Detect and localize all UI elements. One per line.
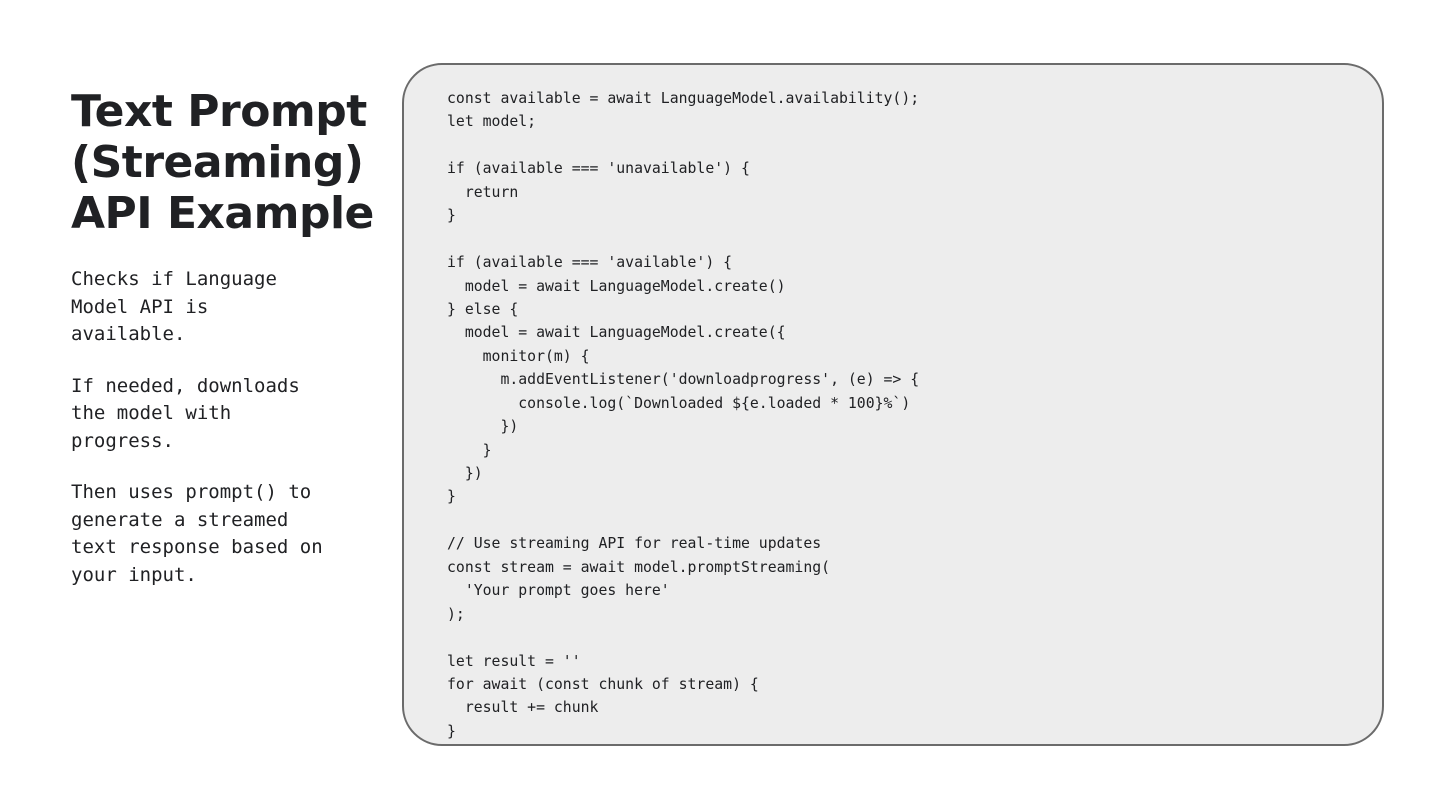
- code-line: let model;: [447, 113, 537, 131]
- code-line: for await (const chunk of stream) {: [447, 675, 759, 693]
- code-line: [447, 134, 919, 157]
- code-line: return: [447, 183, 519, 201]
- title-line: Text Prompt: [71, 86, 367, 137]
- description-paragraph: Then uses prompt() to generate a streame…: [71, 479, 371, 589]
- code-line: result += chunk: [447, 699, 599, 717]
- code-line: [447, 626, 919, 649]
- description-paragraph: Checks if Language Model API is availabl…: [71, 266, 371, 349]
- code-line: }): [447, 465, 483, 482]
- description-line: Then uses prompt() to: [71, 481, 312, 503]
- description-line: generate a streamed: [71, 508, 289, 531]
- description-line: the model with: [71, 402, 232, 424]
- code-line: let result = '': [447, 652, 581, 670]
- code-line: m.addEventListener('downloadprogress', (…: [447, 371, 920, 389]
- code-line: const stream = await model.promptStreami…: [447, 558, 831, 576]
- code-line: }: [447, 722, 456, 740]
- title-line: API Example: [71, 188, 374, 239]
- code-listing: const available = await LanguageModel.av…: [447, 87, 919, 743]
- description-line: available.: [71, 323, 186, 345]
- code-line: 'Your prompt goes here': [447, 582, 670, 600]
- description-line: If needed, downloads: [71, 374, 300, 397]
- code-line: }: [447, 441, 492, 459]
- page-title: Text Prompt (Streaming) API Example: [71, 86, 381, 239]
- code-line: }: [447, 207, 456, 225]
- code-line: monitor(m) {: [447, 347, 590, 365]
- description-line: text response based on: [71, 536, 323, 558]
- code-line: if (available === 'available') {: [447, 254, 733, 272]
- code-line: const available = await LanguageModel.av…: [447, 90, 920, 107]
- description-line: progress.: [71, 429, 174, 452]
- code-line: );: [447, 605, 465, 623]
- code-line: // Use streaming API for real-time updat…: [447, 535, 822, 553]
- code-line: console.log(`Downloaded ${e.loaded * 100…: [447, 394, 911, 412]
- description-line: your input.: [71, 563, 197, 586]
- description-line: Checks if Language: [71, 268, 277, 290]
- code-line: }: [447, 488, 456, 506]
- code-line: [447, 228, 919, 251]
- description: Checks if Language Model API is availabl…: [71, 266, 371, 613]
- title-line: (Streaming): [71, 137, 364, 188]
- code-line: [447, 509, 919, 532]
- description-paragraph: If needed, downloads the model with prog…: [71, 373, 371, 456]
- code-line: if (available === 'unavailable') {: [447, 160, 750, 178]
- code-line: model = await LanguageModel.create({: [447, 324, 786, 342]
- description-line: Model API is: [71, 295, 209, 318]
- code-line: } else {: [447, 300, 519, 318]
- code-line: }): [447, 418, 519, 436]
- code-block: const available = await LanguageModel.av…: [402, 63, 1384, 746]
- code-line: model = await LanguageModel.create(): [447, 277, 786, 295]
